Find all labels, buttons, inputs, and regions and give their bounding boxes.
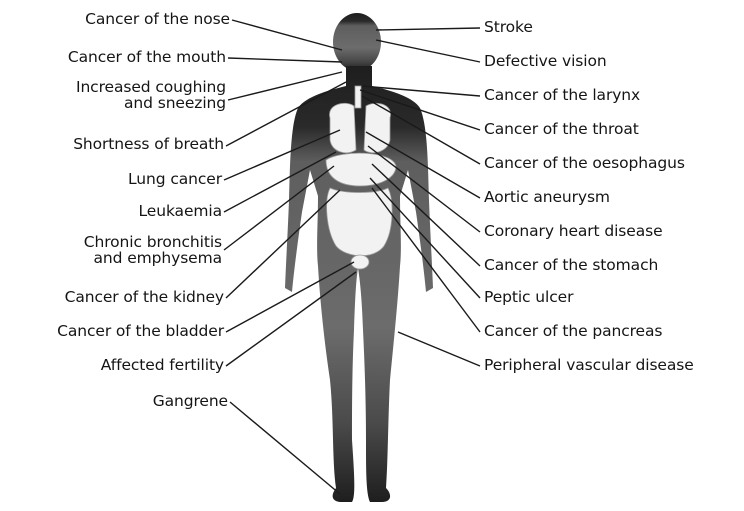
label-coronary-heart-disease: Coronary heart disease bbox=[484, 224, 663, 239]
label-and-emphysema: and emphysema bbox=[94, 251, 222, 266]
label-cancer-of-the-larynx: Cancer of the larynx bbox=[484, 88, 640, 103]
label-cancer-of-the-throat: Cancer of the throat bbox=[484, 122, 639, 137]
label-affected-fertility: Affected fertility bbox=[101, 358, 224, 373]
leader-gangrene bbox=[230, 402, 340, 494]
label-cancer-of-the-nose: Cancer of the nose bbox=[85, 12, 230, 27]
label-cancer-of-the-kidney: Cancer of the kidney bbox=[65, 290, 224, 305]
label-and-sneezing: and sneezing bbox=[124, 96, 226, 111]
leader-mouth bbox=[228, 58, 342, 62]
label-gangrene: Gangrene bbox=[153, 394, 228, 409]
intestines-shape bbox=[327, 188, 392, 256]
trachea-shape bbox=[355, 86, 361, 108]
label-cancer-of-the-oesophagus: Cancer of the oesophagus bbox=[484, 156, 685, 171]
label-cancer-of-the-stomach: Cancer of the stomach bbox=[484, 258, 658, 273]
label-cancer-of-the-pancreas: Cancer of the pancreas bbox=[484, 324, 662, 339]
label-cancer-of-the-mouth: Cancer of the mouth bbox=[68, 50, 226, 65]
label-shortness-of-breath: Shortness of breath bbox=[73, 137, 224, 152]
leader-vascular bbox=[398, 332, 480, 366]
label-lung-cancer: Lung cancer bbox=[128, 172, 222, 187]
label-chronic-bronchitis: Chronic bronchitis bbox=[84, 235, 222, 250]
leader-vision bbox=[376, 40, 480, 62]
label-increased-coughing: Increased coughing bbox=[76, 80, 226, 95]
label-leukaemia: Leukaemia bbox=[139, 204, 222, 219]
torso-and-limbs-shape bbox=[285, 66, 433, 502]
leader-nose bbox=[232, 20, 342, 50]
label-aortic-aneurysm: Aortic aneurysm bbox=[484, 190, 610, 205]
label-cancer-of-the-bladder: Cancer of the bladder bbox=[57, 324, 224, 339]
label-peripheral-vascular-disease: Peripheral vascular disease bbox=[484, 358, 694, 373]
label-peptic-ulcer: Peptic ulcer bbox=[484, 290, 573, 305]
label-stroke: Stroke bbox=[484, 20, 533, 35]
label-defective-vision: Defective vision bbox=[484, 54, 607, 69]
leader-stroke bbox=[376, 28, 480, 30]
